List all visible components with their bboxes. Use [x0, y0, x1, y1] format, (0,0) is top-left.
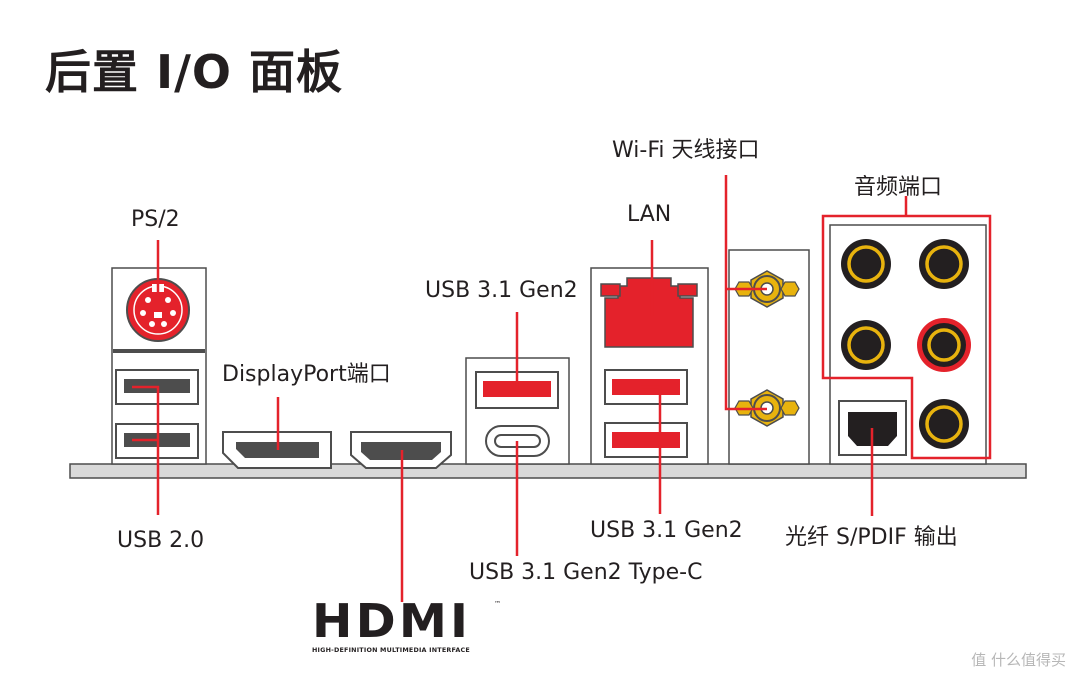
audio-jack-4-icon [917, 318, 971, 372]
label-ps2: PS/2 [131, 207, 180, 232]
label-usb31-bottom: USB 3.1 Gen2 [590, 518, 743, 543]
leader-usb31-lan [641, 385, 662, 514]
label-lan: LAN [627, 202, 672, 227]
audio-jack-5-icon [919, 399, 969, 449]
label-spdif: 光纤 S/PDIF 输出 [785, 525, 958, 550]
label-usb31-top: USB 3.1 Gen2 [425, 278, 578, 303]
label-usb31-typec: USB 3.1 Gen2 Type-C [469, 560, 703, 585]
leader-wifi [724, 175, 767, 411]
label-audio: 音频端口 [854, 175, 943, 200]
hdmi-logo-word: HDMI [312, 594, 472, 648]
hdmi-logo-tagline: HIGH-DEFINITION MULTIMEDIA INTERFACE [312, 646, 470, 654]
io-shield-plate [69, 463, 1027, 479]
label-usb20: USB 2.0 [117, 528, 205, 553]
leader-usb20 [132, 385, 160, 515]
hdmi-logo-tm: ™ [494, 600, 501, 608]
audio-jack-1-icon [841, 239, 891, 289]
hdmi-logo: HDMI ™ HIGH-DEFINITION MULTIMEDIA INTERF… [312, 598, 508, 658]
audio-highlight-frame [821, 214, 992, 460]
page-title: 后置 I/O 面板 [45, 45, 344, 99]
audio-jack-3-icon [841, 320, 891, 370]
label-wifi: Wi-Fi 天线接口 [612, 138, 760, 163]
watermark: 值 什么值得买 [971, 651, 1066, 669]
lan-port-icon [600, 277, 698, 348]
audio-jack-2-icon [919, 239, 969, 289]
label-displayport: DisplayPort端口 [222, 362, 391, 387]
